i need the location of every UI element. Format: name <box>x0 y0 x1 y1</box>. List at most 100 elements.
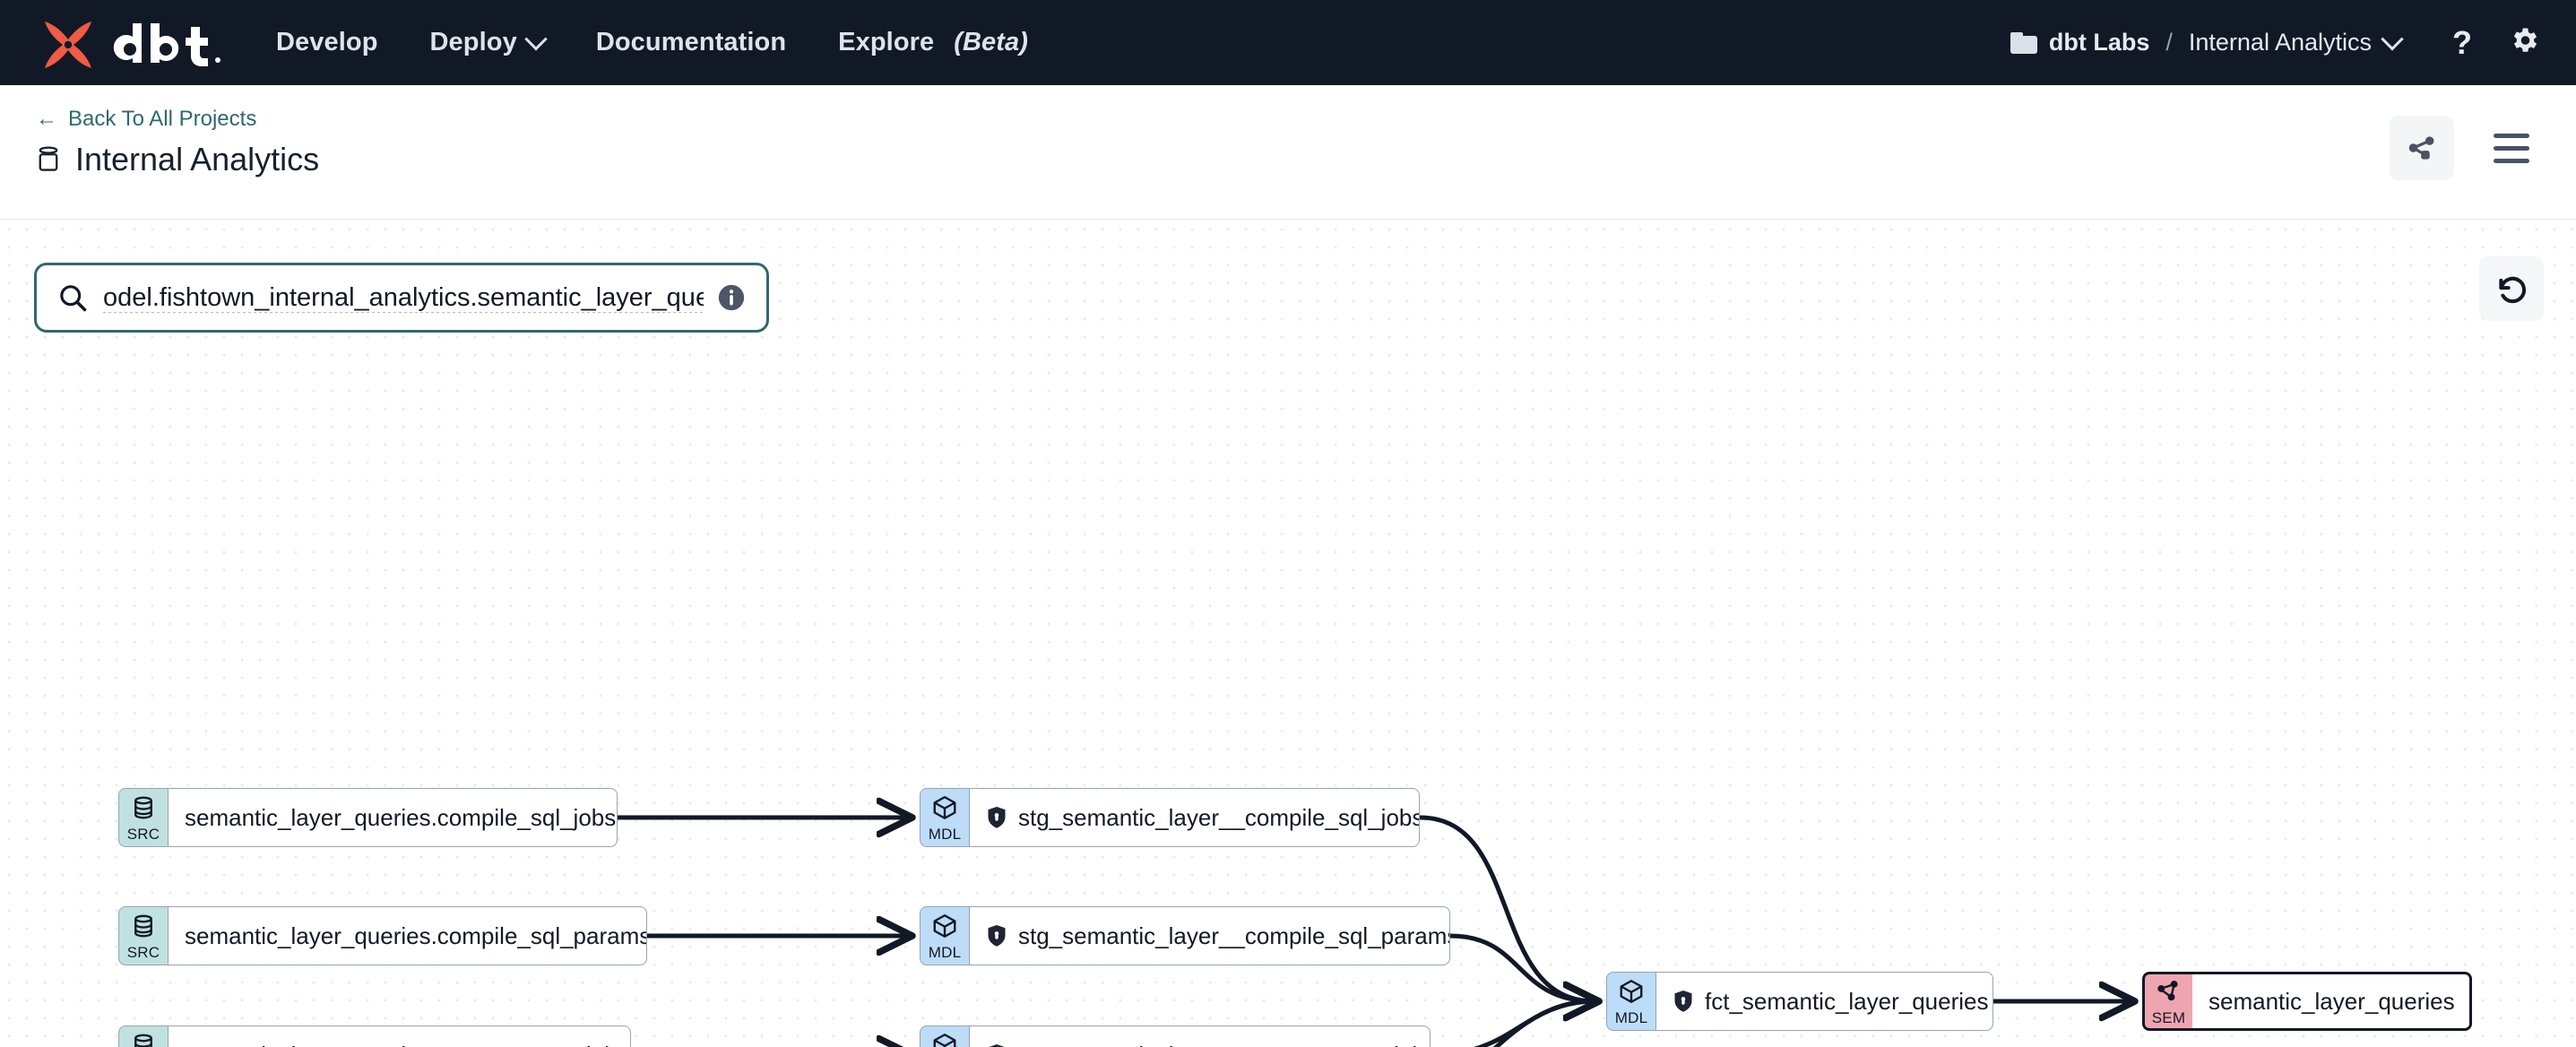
database-cylinder-icon <box>130 794 157 826</box>
node-badge-label: SRC <box>126 825 160 843</box>
chevron-down-icon <box>2381 27 2404 50</box>
node-label: stg_semantic_layer__compile_sql_jobs <box>1018 803 1420 831</box>
dbt-logo[interactable] <box>39 14 222 72</box>
node-body[interactable]: stg_semantic_layer__compile_sql_params <box>970 906 1450 965</box>
back-to-all-projects-link[interactable]: ← Back To All Projects <box>36 107 256 132</box>
node-badge-sem: SEM <box>2142 972 2192 1031</box>
node-badge-label: MDL <box>928 943 962 961</box>
node-badge-mdl: MDL <box>920 788 970 847</box>
chevron-down-icon <box>524 27 548 50</box>
node-badge-src: SRC <box>118 1025 169 1047</box>
nav-item-deploy-label: Deploy <box>429 28 517 56</box>
node-label: stg_semantic_layer__compile_sql_params <box>1018 922 1450 949</box>
graph-node-mdl3[interactable]: MDL stg_semantic_layer__create_query_jobs <box>920 1025 1431 1047</box>
cube-icon <box>931 794 958 826</box>
graph-node-src3[interactable]: SRC semantic_layer_queries.create_query_j… <box>118 1025 631 1047</box>
node-label: semantic_layer_queries.create_query_jobs <box>185 1042 629 1047</box>
nav-item-documentation[interactable]: Documentation <box>596 28 786 57</box>
help-icon[interactable]: ? <box>2452 23 2472 61</box>
node-badge-mdl: MDL <box>920 1025 970 1047</box>
node-label: semantic_layer_queries.compile_sql_jobs <box>185 803 617 831</box>
nav-item-explore[interactable]: Explore (Beta) <box>838 28 1028 57</box>
shield-lock-icon <box>986 806 1007 829</box>
node-label: semantic_layer_queries.compile_sql_param… <box>185 922 647 949</box>
shield-lock-icon <box>986 1043 1007 1047</box>
nav-item-explore-label: Explore <box>838 28 935 56</box>
back-arrow-icon: ← <box>36 107 57 131</box>
database-cylinder-icon <box>130 1032 157 1047</box>
node-label: stg_semantic_layer__create_query_jobs <box>1018 1042 1430 1047</box>
lineage-graph-canvas[interactable]: odel.fishtown_internal_analytics.semanti… <box>0 221 2576 1047</box>
node-badge-label: SRC <box>126 943 160 961</box>
graph-node-sem[interactable]: SEM semantic_layer_queries <box>2142 972 2472 1031</box>
graph-layer: SRC semantic_layer_queries.compile_sql_jo… <box>0 221 2576 1047</box>
hamburger-menu-icon <box>2494 133 2529 163</box>
node-body[interactable]: semantic_layer_queries.create_query_jobs <box>169 1025 631 1047</box>
folder-icon <box>2010 31 2037 54</box>
node-badge-label: SEM <box>2151 1008 2186 1026</box>
node-body[interactable]: stg_semantic_layer__create_query_jobs <box>970 1025 1431 1047</box>
node-label: fct_semantic_layer_queries <box>1705 987 1989 1015</box>
reset-view-button[interactable] <box>2479 256 2544 321</box>
edge-mdl2-fct <box>1448 933 1595 1001</box>
share-button[interactable] <box>2390 116 2454 180</box>
org-name: dbt Labs <box>2048 29 2150 56</box>
project-name: Internal Analytics <box>2188 29 2372 56</box>
info-circle-icon[interactable] <box>716 282 747 313</box>
node-body[interactable]: semantic_layer_queries <box>2192 972 2472 1031</box>
node-badge-mdl: MDL <box>920 906 970 965</box>
primary-nav-links: Develop Deploy Documentation Explore (Be… <box>276 27 1028 57</box>
back-to-all-projects-label: Back To All Projects <box>68 107 257 131</box>
node-body[interactable]: stg_semantic_layer__compile_sql_jobs <box>970 788 1420 847</box>
graph-node-mdl2[interactable]: MDL stg_semantic_layer__compile_sql_param… <box>920 906 1450 965</box>
graph-node-src1[interactable]: SRC semantic_layer_queries.compile_sql_jo… <box>118 788 618 847</box>
shield-lock-icon <box>988 807 1006 828</box>
cube-icon <box>1618 978 1645 1009</box>
shield-lock-icon <box>988 925 1006 947</box>
hamburger-menu-button[interactable] <box>2479 116 2544 180</box>
edge-mdl3-fct <box>1473 1001 1595 1047</box>
nav-item-develop[interactable]: Develop <box>276 28 378 57</box>
nav-item-documentation-label: Documentation <box>595 28 787 56</box>
nav-item-deploy[interactable]: Deploy <box>429 27 548 57</box>
project-breadcrumb-dropdown[interactable]: Internal Analytics <box>2188 27 2404 56</box>
node-body[interactable]: semantic_layer_queries.compile_sql_param… <box>169 906 647 965</box>
cube-icon <box>931 1032 958 1047</box>
share-nodes-icon <box>2408 136 2434 160</box>
graph-node-fct[interactable]: MDL fct_semantic_layer_queries <box>1606 972 1993 1031</box>
search-icon <box>60 285 87 312</box>
node-badge-label: MDL <box>1614 1008 1648 1026</box>
dbt-logo-wordmark <box>113 22 220 66</box>
project-subheader: ← Back To All Projects Internal Analytic… <box>0 85 2576 220</box>
gear-icon[interactable] <box>2508 24 2540 61</box>
nav-right-cluster: dbt Labs / Internal Analytics ? <box>2010 24 2540 62</box>
search-input[interactable]: odel.fishtown_internal_analytics.semanti… <box>103 282 704 312</box>
node-body[interactable]: semantic_layer_queries.compile_sql_jobs <box>169 788 618 847</box>
nav-item-develop-label: Develop <box>276 28 378 56</box>
top-navigation-bar: Develop Deploy Documentation Explore (Be… <box>0 0 2576 85</box>
database-cylinder-icon <box>130 913 157 944</box>
graph-node-src2[interactable]: SRC semantic_layer_queries.compile_sql_pa… <box>118 906 647 965</box>
page-title: Internal Analytics <box>75 141 320 177</box>
shield-lock-icon <box>989 1044 1005 1047</box>
reset-rotate-left-icon <box>2499 276 2526 304</box>
nav-item-explore-beta-tag: (Beta) <box>954 28 1029 56</box>
shield-lock-icon <box>986 924 1007 947</box>
breadcrumb-separator: / <box>2165 29 2173 56</box>
search-box[interactable]: odel.fishtown_internal_analytics.semanti… <box>34 263 769 333</box>
node-badge-mdl: MDL <box>1606 972 1656 1031</box>
shield-lock-icon <box>1674 991 1692 1012</box>
org-breadcrumb[interactable]: dbt Labs <box>2010 29 2150 56</box>
cube-icon <box>931 913 958 944</box>
node-badge-src: SRC <box>118 906 169 965</box>
page-title-row: Internal Analytics <box>36 141 319 178</box>
graph-node-mdl1[interactable]: MDL stg_semantic_layer__compile_sql_jobs <box>920 788 1420 847</box>
semantic-graph-icon <box>2156 978 2183 1009</box>
database-icon <box>39 146 58 171</box>
node-label: semantic_layer_queries <box>2209 987 2455 1015</box>
node-body[interactable]: fct_semantic_layer_queries <box>1656 972 1993 1031</box>
shield-lock-icon <box>1673 990 1694 1013</box>
dbt-logo-mark <box>45 21 91 68</box>
node-badge-label: MDL <box>928 825 962 843</box>
node-badge-src: SRC <box>118 788 169 847</box>
